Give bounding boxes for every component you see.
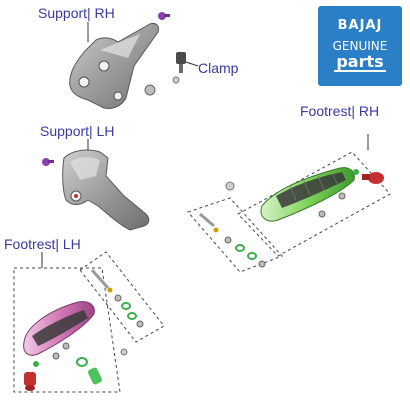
washer-rh: [225, 181, 235, 191]
pivot-kit-rh: [187, 197, 283, 273]
clamp-part: [176, 52, 186, 73]
purple-bolt-lh: [42, 158, 54, 166]
footrest-lh-group: [13, 267, 121, 393]
footrest-rh-group: [237, 151, 391, 257]
logo-underline: [334, 70, 386, 72]
washer-lh: [120, 348, 128, 356]
label-footrest-rh: Footrest| RH: [300, 103, 380, 119]
label-support-lh: Support| LH: [40, 123, 115, 139]
support-lh-bracket: [62, 149, 150, 231]
logo-brand: BAJAJ: [337, 18, 383, 33]
purple-bolt-rh: [158, 12, 170, 20]
logo-line1: GENUINE: [332, 39, 388, 53]
logo-line2: parts: [336, 52, 384, 71]
leader-clamp: [185, 61, 199, 67]
support-rh-bracket: [69, 23, 180, 109]
label-clamp: Clamp: [198, 60, 239, 76]
label-support-rh: Support| RH: [38, 5, 115, 21]
pivot-kit-lh: [79, 251, 165, 343]
bajaj-genuine-parts-logo: BAJAJ GENUINE parts: [318, 6, 402, 86]
label-footrest-lh: Footrest| LH: [4, 236, 81, 252]
